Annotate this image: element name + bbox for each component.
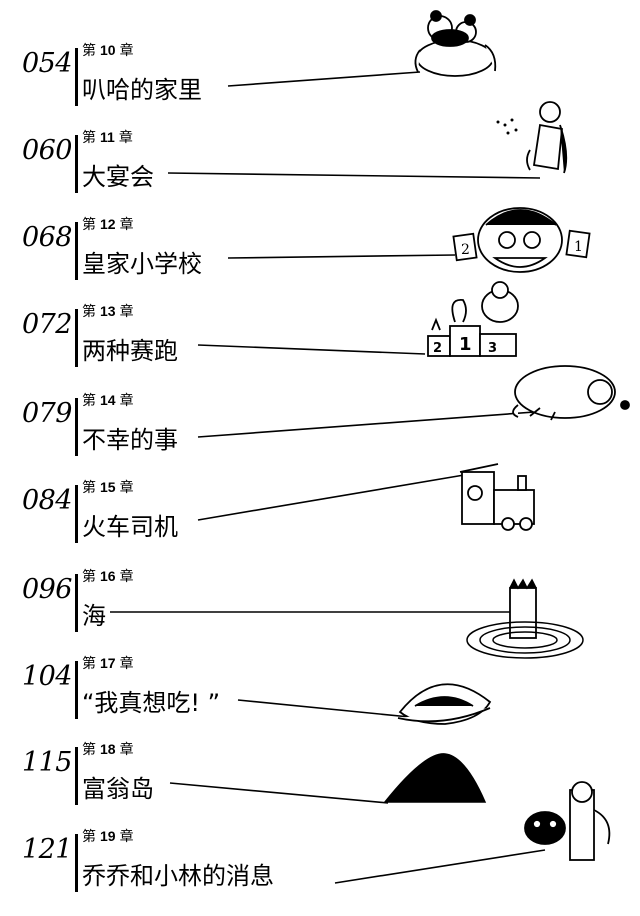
divider-bar — [75, 834, 78, 892]
page-number: 072 — [21, 309, 73, 340]
chapter-title: 乔乔和小林的消息 — [82, 862, 274, 890]
chapter-title: 富翁岛 — [82, 775, 154, 803]
chapter-title: 大宴会 — [82, 163, 154, 191]
divider-bar — [75, 135, 78, 193]
divider-bar — [75, 398, 78, 456]
page-number: 115 — [21, 747, 73, 778]
divider-bar — [75, 485, 78, 543]
chapter-title: 火车司机 — [82, 513, 178, 541]
page-number: 121 — [21, 834, 73, 865]
divider-bar — [75, 574, 78, 632]
page-number: 084 — [21, 485, 73, 516]
page-number: 054 — [21, 48, 73, 79]
page-number: 079 — [21, 398, 73, 429]
page-number: 104 — [21, 661, 73, 692]
chapter-title: 叭哈的家里 — [82, 76, 202, 104]
divider-bar — [75, 48, 78, 106]
chapter-title: 不幸的事 — [82, 426, 178, 454]
page-number: 096 — [21, 574, 73, 605]
divider-bar — [75, 222, 78, 280]
chapter-title: “我真想吃! ” — [82, 689, 221, 717]
chapter-title: 两种赛跑 — [82, 337, 178, 365]
page-number: 060 — [21, 135, 73, 166]
page-number: 068 — [21, 222, 73, 253]
divider-bar — [75, 661, 78, 719]
chapter-title: 海 — [82, 602, 106, 630]
divider-bar — [75, 309, 78, 367]
divider-bar — [75, 747, 78, 805]
chapter-title: 皇家小学校 — [82, 250, 202, 278]
